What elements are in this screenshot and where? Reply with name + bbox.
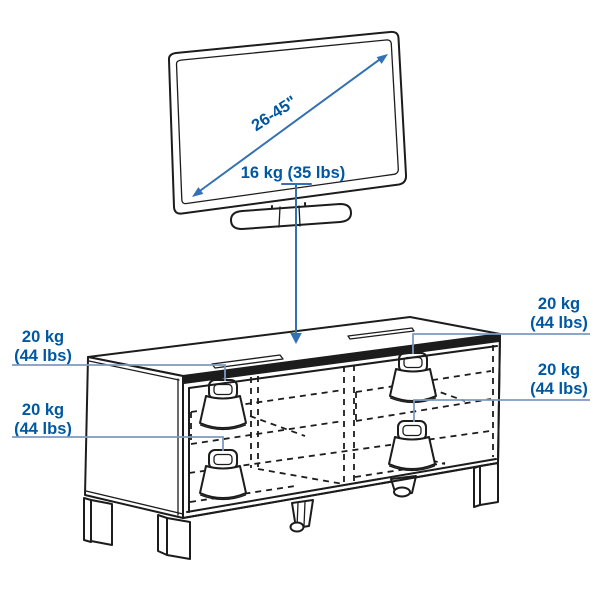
load-label-line1: 20 kg	[22, 401, 64, 419]
tv-outer-frame	[167, 30, 408, 215]
tv-diagonal-arrow	[192, 54, 388, 197]
bench-legs	[83, 462, 499, 560]
tv-max-load-label: 16 kg (35 lbs)	[241, 164, 346, 182]
tv-illustration	[167, 30, 408, 230]
tv-inner-frame	[175, 39, 399, 205]
tv-load-arrow	[281, 183, 312, 344]
label-right-bottom: 20 kg (44 lbs)	[413, 361, 590, 422]
leader-right-top	[412, 333, 590, 354]
leader-right-bottom	[413, 399, 590, 422]
tv-stand-base	[230, 203, 352, 230]
load-label-line1: 20 kg	[538, 295, 580, 313]
load-label-line2: (44 lbs)	[14, 347, 72, 365]
load-label-line1: 20 kg	[22, 328, 64, 346]
tv-bench-illustration	[83, 316, 501, 560]
weight-block-left-bottom	[199, 449, 247, 501]
label-left-bottom: 20 kg (44 lbs)	[12, 401, 224, 451]
bench-top-front-band	[183, 334, 500, 384]
bench-interior-edges	[186, 345, 498, 513]
load-label-line1: 20 kg	[538, 361, 580, 379]
leader-left-top	[12, 364, 226, 381]
leader-left-bottom	[12, 436, 224, 451]
load-label-line2: (44 lbs)	[14, 420, 72, 438]
label-left-top: 20 kg (44 lbs)	[12, 328, 226, 381]
load-label-line2: (44 lbs)	[530, 314, 588, 332]
weight-block-right-top	[389, 352, 437, 404]
bench-outline	[84, 316, 501, 519]
label-right-top: 20 kg (44 lbs)	[412, 295, 590, 354]
load-label-line2: (44 lbs)	[530, 380, 588, 398]
weight-block-right-bottom	[388, 420, 436, 472]
